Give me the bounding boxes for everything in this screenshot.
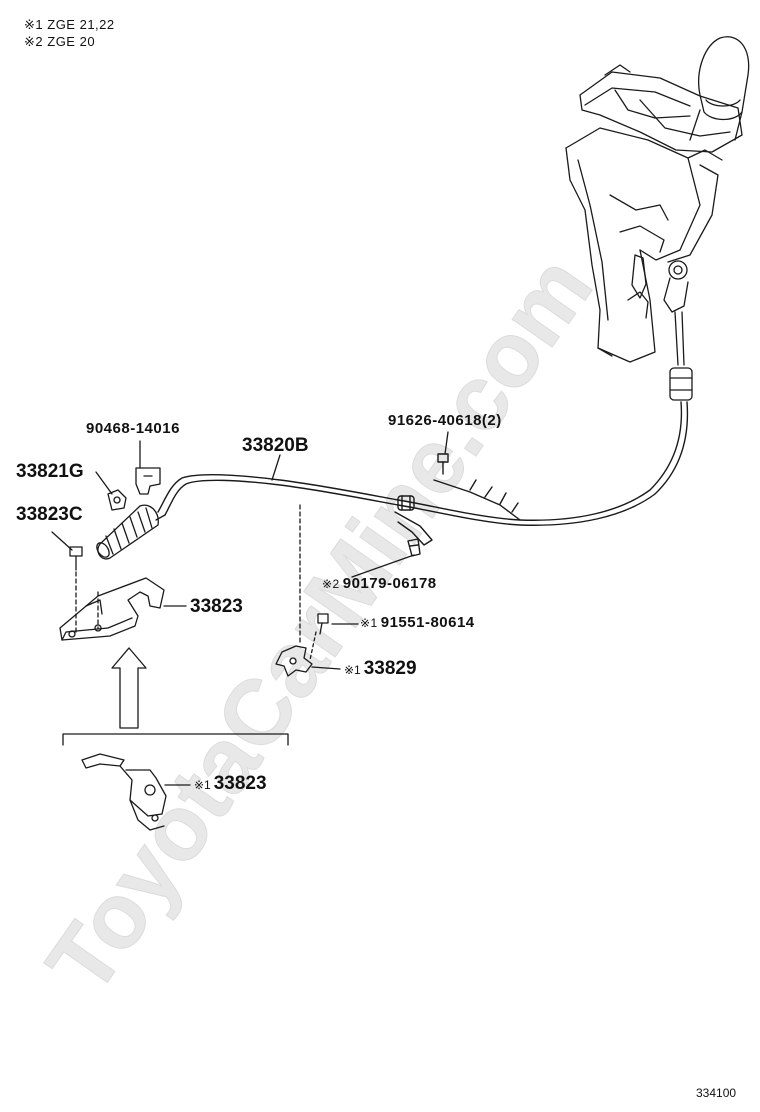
label-90468-14016[interactable]: 90468-14016 — [86, 420, 180, 437]
note-1: ※1 ZGE 21,22 — [24, 18, 115, 31]
label-91551-mark: ※1 — [360, 616, 378, 630]
label-33829-number: 33829 — [363, 658, 417, 679]
nut-33821g — [107, 489, 127, 511]
note-1-text: ZGE 21,22 — [47, 17, 115, 32]
cable-boot — [96, 504, 166, 560]
shift-lever-assembly — [565, 36, 750, 401]
bolt-91551 — [317, 613, 329, 624]
note-2: ※2 ZGE 20 — [24, 35, 95, 48]
note-2-text: ZGE 20 — [47, 34, 96, 49]
label-33829-mark: ※1 — [344, 663, 361, 677]
note-2-mark: ※2 — [24, 34, 44, 49]
bracket-33823-lower — [81, 753, 167, 831]
bolt-33823c — [69, 546, 83, 557]
label-91551-number: 91551-80614 — [380, 614, 475, 631]
label-90179-number: 90179-06178 — [342, 575, 437, 592]
label-90179-mark: ※2 — [322, 577, 340, 591]
label-33820b[interactable]: 33820B — [242, 435, 309, 456]
figure-number: 334100 — [696, 1086, 737, 1100]
clip-33829 — [275, 645, 313, 677]
clip-90468 — [135, 467, 161, 495]
bracket-33823-upper — [59, 577, 165, 641]
label-33823c[interactable]: 33823C — [16, 504, 83, 525]
label-91626-40618[interactable]: 91626-40618(2) — [388, 412, 502, 429]
label-33821g[interactable]: 33821G — [16, 461, 84, 482]
arrow-up-icon — [111, 647, 147, 729]
label-33823-lower-mark: ※1 — [194, 778, 211, 792]
shift-control-cable — [157, 401, 689, 557]
label-33823-upper[interactable]: 33823 — [190, 596, 243, 617]
note-1-mark: ※1 — [24, 17, 44, 32]
label-33823-lower-number: 33823 — [213, 773, 267, 794]
